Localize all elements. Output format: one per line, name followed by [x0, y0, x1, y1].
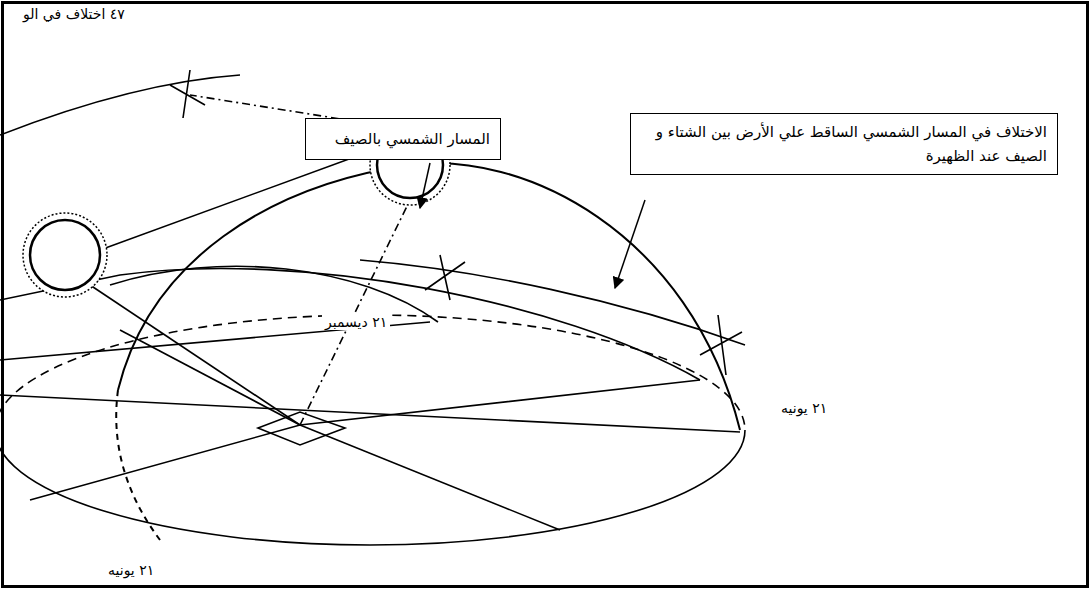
date-label: ٢١ يونيه	[105, 562, 157, 578]
ground-front	[0, 430, 745, 545]
outer-arc	[360, 260, 745, 345]
observer-square	[258, 412, 345, 445]
date-label: ٢١ ديسمبر	[322, 314, 390, 330]
callout-text: المسار الشمسي بالصيف	[316, 127, 490, 151]
angle-note: ٤٧ اختلاف في الو	[20, 6, 128, 22]
sun-ray	[100, 155, 360, 250]
ground-line	[30, 380, 700, 500]
summer-path-hidden	[116, 390, 160, 540]
cross-mark	[170, 70, 205, 118]
sun-path	[0, 269, 700, 380]
ground-line	[0, 395, 740, 432]
date-label: ٢١ يونيه	[778, 400, 830, 416]
sun-symbol	[23, 213, 107, 297]
ground-line	[120, 330, 300, 425]
sun-ray	[90, 285, 300, 425]
ground-line	[300, 425, 560, 530]
summer-path	[118, 163, 740, 430]
ground-back	[0, 315, 745, 430]
cross-mark	[425, 255, 465, 300]
leader-arrow	[615, 200, 645, 288]
callout-box: الاختلاف في المسار الشمسي الساقط علي الأ…	[630, 113, 1058, 175]
cross-mark	[700, 315, 742, 375]
leader-arrow	[420, 163, 430, 208]
sun-ray	[300, 200, 410, 425]
callout-text: الاختلاف في المسار الشمسي الساقط علي الأ…	[641, 120, 1047, 168]
callout-box: المسار الشمسي بالصيف	[305, 118, 501, 160]
